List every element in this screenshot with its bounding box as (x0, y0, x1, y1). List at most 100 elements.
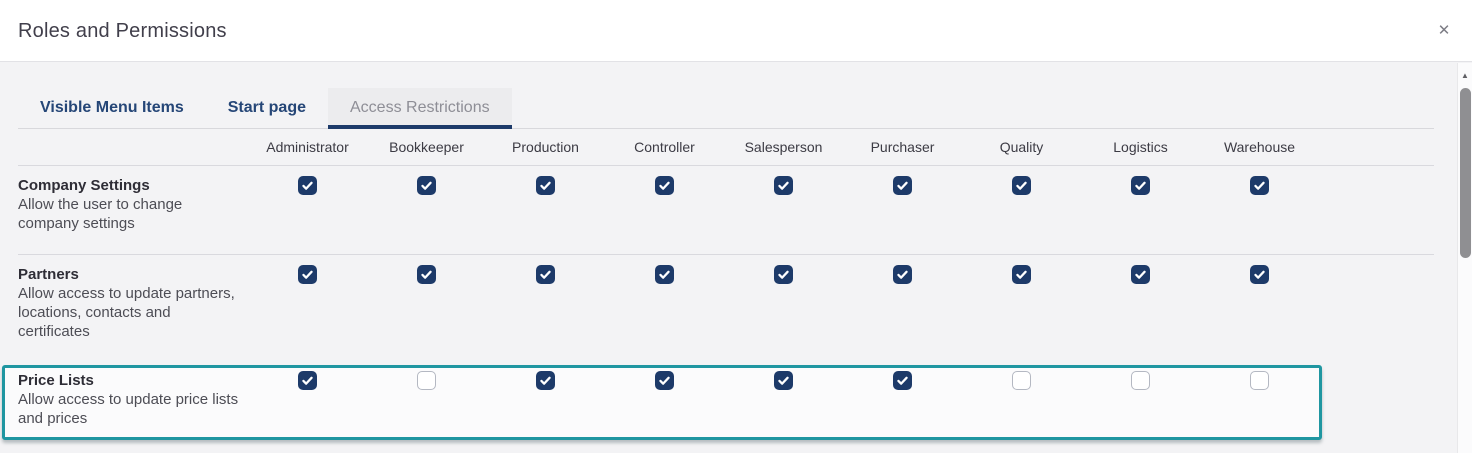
checkbox-cell (962, 265, 1081, 284)
checkbox-company-settings-purchaser[interactable] (893, 176, 912, 195)
checkbox-cell (1200, 176, 1319, 195)
checkbox-partners-salesperson[interactable] (774, 265, 793, 284)
checkbox-company-settings-salesperson[interactable] (774, 176, 793, 195)
checkmark-icon (421, 181, 432, 190)
checkbox-price-lists-purchaser[interactable] (893, 371, 912, 390)
checkbox-partners-production[interactable] (536, 265, 555, 284)
checkbox-cell (962, 371, 1081, 390)
dialog-body: Visible Menu Items Start page Access Restr… (0, 63, 1457, 453)
checkbox-cell (367, 176, 486, 195)
checkbox-cell (486, 265, 605, 284)
table-header: Administrator Bookkeeper Production Control… (18, 129, 1434, 166)
column-header-purchaser: Purchaser (870, 139, 935, 155)
checkbox-cell (724, 371, 843, 390)
checkbox-cell (486, 371, 605, 390)
checkmark-icon (1016, 270, 1027, 279)
checkbox-partners-logistics[interactable] (1131, 265, 1150, 284)
permission-description: Allow access to update price lists and p… (18, 391, 239, 427)
permission-name: Price Lists (18, 372, 94, 389)
checkbox-partners-warehouse[interactable] (1250, 265, 1269, 284)
tab-visible-menu-items[interactable]: Visible Menu Items (40, 99, 184, 116)
checkmark-icon (540, 376, 551, 385)
checkmark-icon (778, 270, 789, 279)
close-icon[interactable]: ✕ (1432, 18, 1456, 42)
scroll-up-arrow-icon[interactable]: ▲ (1461, 70, 1469, 80)
checkbox-partners-purchaser[interactable] (893, 265, 912, 284)
checkbox-price-lists-bookkeeper[interactable] (417, 371, 436, 390)
dialog-title: Roles and Permissions (18, 20, 227, 42)
checkbox-price-lists-logistics[interactable] (1131, 371, 1150, 390)
permission-name: Partners (18, 266, 79, 283)
checkmark-icon (778, 181, 789, 190)
vertical-scrollbar[interactable]: ▲ (1457, 63, 1472, 453)
checkbox-cell (605, 371, 724, 390)
checkbox-cell (367, 371, 486, 390)
checkmark-icon (302, 376, 313, 385)
checkbox-cell (605, 265, 724, 284)
checkmark-icon (1135, 181, 1146, 190)
checkbox-cell (248, 265, 367, 284)
tab-start-page[interactable]: Start page (227, 99, 306, 116)
checkbox-price-lists-production[interactable] (536, 371, 555, 390)
checkmark-icon (1254, 270, 1265, 279)
checkbox-cell (1200, 265, 1319, 284)
checkbox-price-lists-salesperson[interactable] (774, 371, 793, 390)
checkbox-cell (248, 371, 367, 390)
checkmark-icon (1016, 181, 1027, 190)
checkbox-partners-controller[interactable] (655, 265, 674, 284)
checkmark-icon (421, 270, 432, 279)
checkmark-icon (302, 270, 313, 279)
checkmark-icon (540, 181, 551, 190)
checkbox-company-settings-quality[interactable] (1012, 176, 1031, 195)
checkbox-cell (1081, 176, 1200, 195)
checkbox-partners-administrator[interactable] (298, 265, 317, 284)
checkbox-company-settings-production[interactable] (536, 176, 555, 195)
checkbox-cell (724, 265, 843, 284)
checkbox-price-lists-controller[interactable] (655, 371, 674, 390)
scrollbar-thumb[interactable] (1460, 88, 1471, 258)
permission-name: Company Settings (18, 177, 150, 194)
checkbox-price-lists-warehouse[interactable] (1250, 371, 1269, 390)
checkbox-partners-bookkeeper[interactable] (417, 265, 436, 284)
checkmark-icon (302, 181, 313, 190)
checkbox-price-lists-quality[interactable] (1012, 371, 1031, 390)
permission-description: Allow access to update partners, locatio… (18, 285, 235, 340)
checkbox-cell (1200, 371, 1319, 390)
table-header-row: Administrator Bookkeeper Production Control… (18, 129, 1434, 165)
checkbox-company-settings-controller[interactable] (655, 176, 674, 195)
checkbox-cell (367, 265, 486, 284)
checkmark-icon (897, 270, 908, 279)
checkbox-cell (724, 176, 843, 195)
column-header-administrator: Administrator (266, 139, 349, 155)
checkbox-company-settings-bookkeeper[interactable] (417, 176, 436, 195)
checkbox-cell (843, 265, 962, 284)
column-header-warehouse: Warehouse (1223, 139, 1296, 155)
checkmark-icon (1135, 270, 1146, 279)
checkbox-cell (605, 176, 724, 195)
checkbox-cell (486, 176, 605, 195)
column-header-controller: Controller (634, 139, 695, 155)
checkbox-company-settings-administrator[interactable] (298, 176, 317, 195)
checkbox-partners-quality[interactable] (1012, 265, 1031, 284)
checkbox-company-settings-warehouse[interactable] (1250, 176, 1269, 195)
column-header-logistics: Logistics (1113, 139, 1168, 155)
tab-access-restrictions[interactable]: Access Restrictions (328, 88, 512, 129)
tab-bar: Visible Menu Items Start page Access Restr… (18, 88, 1434, 129)
column-header-salesperson: Salesperson (744, 139, 823, 155)
checkmark-icon (778, 376, 789, 385)
checkmark-icon (897, 181, 908, 190)
column-header-quality: Quality (999, 139, 1044, 155)
column-header-production: Production (512, 139, 579, 155)
column-header-bookkeeper: Bookkeeper (389, 139, 464, 155)
checkbox-price-lists-administrator[interactable] (298, 371, 317, 390)
checkbox-cell (248, 176, 367, 195)
checkbox-company-settings-logistics[interactable] (1131, 176, 1150, 195)
checkbox-cell (843, 176, 962, 195)
